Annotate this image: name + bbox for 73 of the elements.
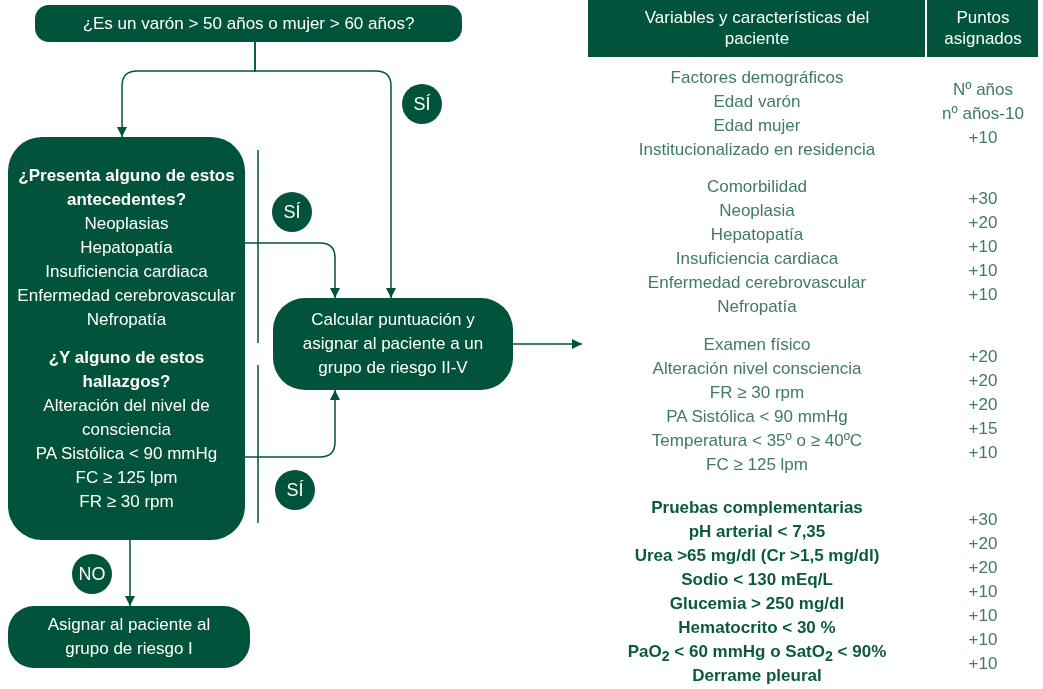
list-item: Neoplasias: [84, 212, 169, 235]
variable-text: Neoplasia: [718, 200, 796, 222]
list-item: Alteración del nivel de consciencia: [42, 394, 211, 441]
arrow: [244, 242, 340, 299]
test-text: Urea >65 mg/dl (Cr >1,5 mg/dl): [633, 545, 881, 567]
edge-label: SÍ: [272, 192, 312, 232]
points-value: nº años-10: [941, 103, 1025, 125]
variable-text: Institucionalizado en residencia: [637, 139, 877, 161]
question-text: ¿Presenta alguno de estos antecedentes?: [17, 164, 236, 211]
variable-text: Alteración nivel consciencia: [651, 358, 863, 380]
points-value: +15: [967, 418, 999, 440]
test-text: PaO$_{2}$ < 60 mmHg o SatO$_{2}$ < 90%: [626, 641, 888, 667]
box-text: Calcular puntuación y asignar al paciente a un grupo de riesgo II-V: [301, 309, 485, 379]
variable-text: Insuficiencia cardiaca: [674, 248, 840, 270]
edge-label: NO: [72, 554, 112, 594]
points-value: +20: [967, 370, 999, 392]
arrow: [125, 539, 135, 607]
variable-text: Edad mujer: [712, 115, 802, 137]
list-item: FC ≥ 125 lpm: [75, 466, 178, 489]
points-value: Nº años: [951, 79, 1015, 101]
header-cell-text: Puntos asignados: [943, 7, 1023, 49]
points-value: +20: [967, 394, 999, 416]
list-item: Insuficiencia cardiaca: [45, 260, 208, 283]
points-value: +20: [967, 346, 999, 368]
points-value: +30: [967, 509, 999, 531]
variable-text: Temperatura < 35º o ≥ 40ºC: [650, 430, 864, 452]
variable-text: FC ≥ 125 lpm: [705, 454, 809, 476]
process-box: [35, 5, 462, 42]
points-value: +10: [967, 260, 999, 282]
variable-text: Hepatopatía: [709, 224, 805, 246]
section-heading: Examen físico: [702, 334, 812, 356]
process-box: [8, 606, 250, 668]
points-value: +10: [967, 127, 999, 149]
edge-label: SÍ: [402, 84, 442, 124]
process-box: [8, 137, 245, 540]
points-value: +20: [967, 533, 999, 555]
list-item: PA Sistólica < 90 mmHg: [35, 442, 218, 465]
points-value: +10: [967, 442, 999, 464]
variable-text: FR ≥ 30 rpm: [708, 382, 806, 404]
arrow: [244, 389, 340, 458]
test-text: Derrame pleural: [691, 665, 823, 687]
arrow: [512, 339, 583, 349]
test-text: pH arterial < 7,35: [687, 521, 827, 543]
test-text: Glucemia > 250 mg/dl: [668, 593, 846, 615]
points-value: +20: [967, 212, 999, 234]
list-item: Enfermedad cerebrovascular: [17, 284, 236, 307]
process-box: [273, 298, 513, 390]
arrow: [254, 41, 396, 299]
variable-text: Edad varón: [712, 91, 802, 113]
test-text: Sodio < 130 mEq/L: [680, 569, 834, 591]
box-text: ¿Es un varón > 50 años o mujer > 60 años?: [82, 12, 415, 35]
points-value: +10: [967, 653, 999, 675]
points-value: +20: [967, 557, 999, 579]
list-item: FR ≥ 30 rpm: [79, 490, 174, 513]
points-value: +10: [967, 236, 999, 258]
box-text: Asignar al paciente al grupo de riesgo I: [46, 614, 212, 660]
section-heading: Comorbilidad: [705, 176, 809, 198]
question-text: ¿Y alguno de estos hallazgos?: [47, 346, 206, 393]
test-text: Pruebas complementarias: [650, 497, 864, 519]
points-value: +10: [967, 284, 999, 306]
points-value: +10: [967, 581, 999, 603]
list-item: Hepatopatía: [80, 236, 173, 259]
variable-text: PA Sistólica < 90 mmHg: [665, 406, 849, 428]
test-text: Hematocrito < 30 %: [677, 617, 837, 639]
points-value: +30: [967, 188, 999, 210]
variable-text: Enfermedad cerebrovascular: [646, 272, 868, 294]
edge-label: SÍ: [275, 470, 315, 510]
points-value: +10: [967, 629, 999, 651]
list-item: Nefropatía: [86, 308, 167, 331]
variable-text: Nefropatía: [716, 296, 798, 318]
section-heading: Factores demográficos: [669, 67, 845, 89]
points-value: +10: [967, 605, 999, 627]
header-cell-text: Variables y características del paciente: [643, 7, 871, 49]
